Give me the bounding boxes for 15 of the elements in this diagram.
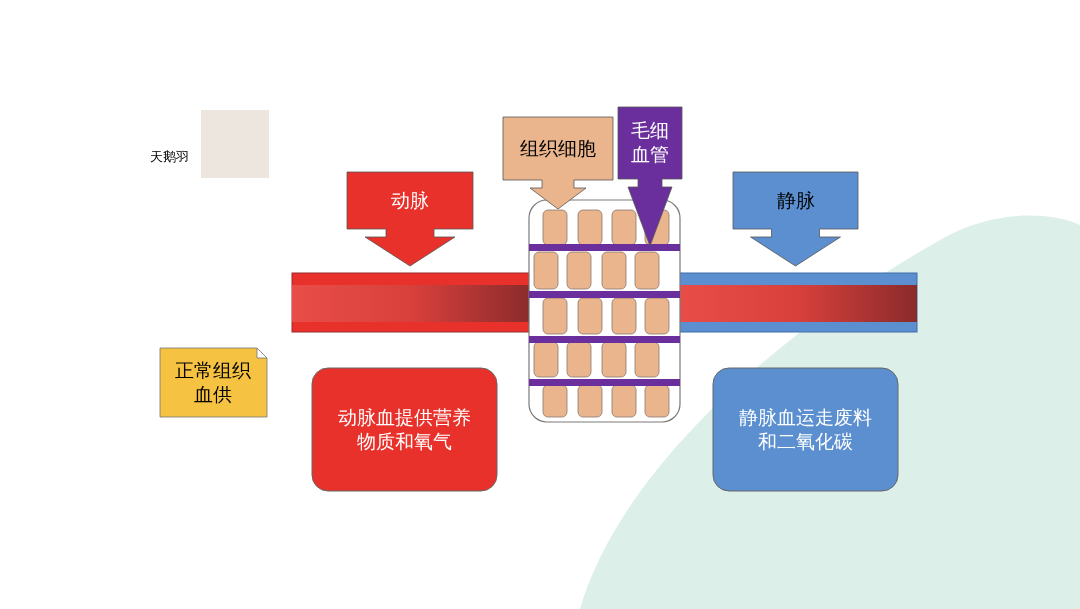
callout-arrow <box>733 172 858 266</box>
node-text: 正常组织血供 <box>174 358 253 407</box>
node-text: 动脉 <box>391 188 429 213</box>
author-label: 天鹅羽 <box>150 148 189 166</box>
node-text: 静脉血运走废料和二氧化碳 <box>738 405 873 454</box>
info-box <box>713 368 898 491</box>
callout-arrow <box>618 107 682 246</box>
callout-arrow <box>347 172 473 266</box>
node-text: 毛细血管 <box>630 119 670 167</box>
info-box <box>312 368 497 491</box>
node-text: 静脉 <box>776 188 815 213</box>
node-text: 组织细胞 <box>520 136 596 161</box>
node-text: 动脉血提供营养物质和氧气 <box>337 405 472 454</box>
note-box <box>160 348 267 417</box>
callout-arrow <box>503 117 613 209</box>
